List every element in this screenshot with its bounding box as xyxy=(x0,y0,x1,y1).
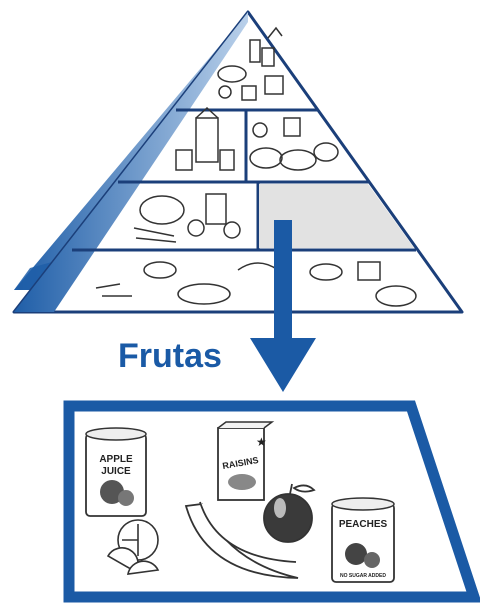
fruit-caption: Frutas xyxy=(118,337,222,375)
peaches-can-icon: PEACHES NO SUGAR ADDED xyxy=(331,497,395,583)
vegetable-group-icon xyxy=(133,193,241,243)
fats-sweets-icon xyxy=(217,26,284,101)
peaches-sublabel: NO SUGAR ADDED xyxy=(340,573,386,579)
fruit-level-highlight xyxy=(259,184,414,248)
peaches-label: PEACHES xyxy=(339,519,388,530)
pyramid-left-band xyxy=(14,12,248,312)
meat-group-icon xyxy=(249,117,339,171)
apple-icon xyxy=(263,483,316,543)
raisins-box-icon: ★ RAISINS xyxy=(217,421,275,501)
grain-group-icon xyxy=(95,261,417,307)
banana-icon xyxy=(184,501,299,579)
orange-slices-icon xyxy=(106,519,160,575)
apple-juice-label-line2: JUICE xyxy=(101,466,131,477)
apple-juice-can-icon: APPLE JUICE xyxy=(85,427,147,517)
star-icon: ★ xyxy=(256,435,267,449)
apple-juice-label-line1: APPLE xyxy=(99,454,133,465)
arrow-down-icon xyxy=(250,220,316,392)
milk-group-icon xyxy=(175,106,235,171)
pyramid-side xyxy=(14,12,248,290)
